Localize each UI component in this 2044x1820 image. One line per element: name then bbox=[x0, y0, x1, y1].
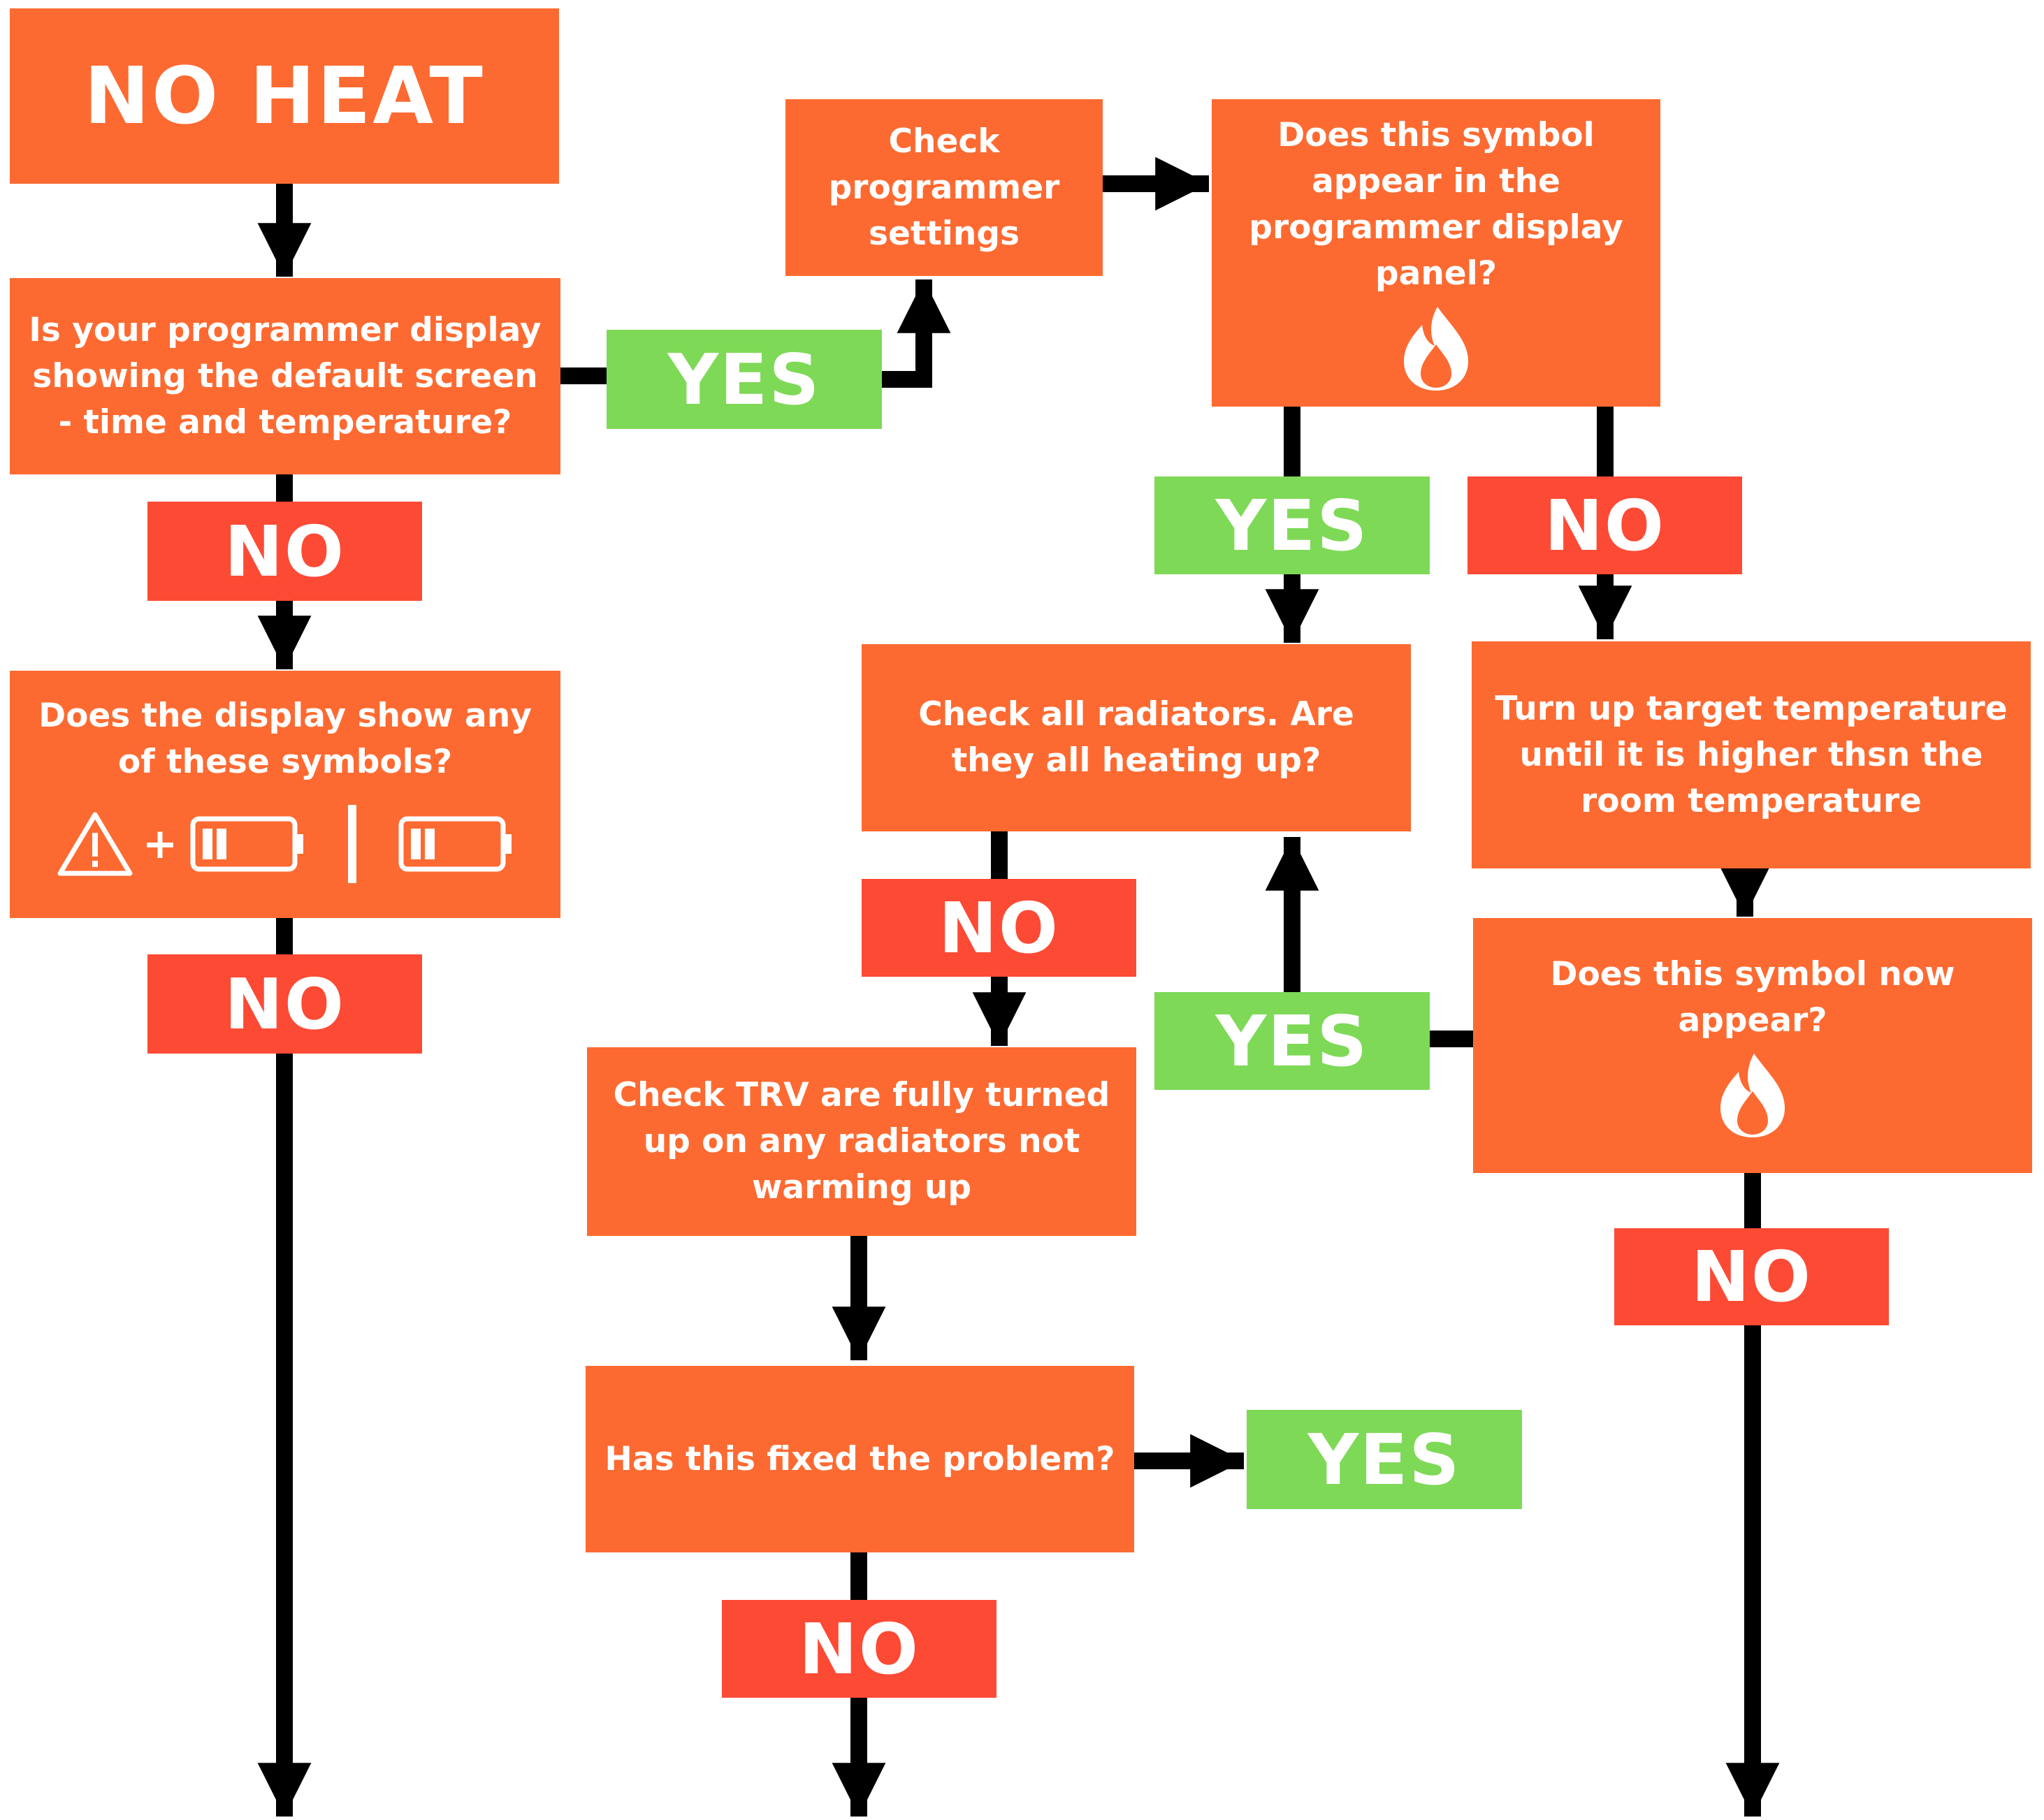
step-symbol-appear: Does this symbol appear in the programme… bbox=[1212, 99, 1660, 407]
no-label-text: NO bbox=[799, 1608, 920, 1690]
no-label: NO bbox=[147, 954, 422, 1054]
step-symbol-now-appear-text: Does this symbol now appear? bbox=[1550, 954, 1955, 1040]
step-check-trv-text: Check TRV are fully turned up on any rad… bbox=[613, 1076, 1110, 1207]
step-check-radiators: Check all radiators. Are they all heatin… bbox=[862, 644, 1411, 831]
step-turn-up-target: Turn up target temperature until it is h… bbox=[1472, 641, 2031, 868]
step-check-programmer: Check programmer settings bbox=[785, 99, 1103, 276]
step-fixed-problem: Has this fixed the problem? bbox=[586, 1366, 1134, 1552]
arrow-yes-to-check-programmer bbox=[882, 279, 951, 388]
no-label-text: NO bbox=[938, 887, 1059, 969]
warning-triangle-icon bbox=[57, 812, 133, 876]
yes-label-text: YES bbox=[1307, 1418, 1461, 1501]
step-default-screen: Is your programmer display showing the d… bbox=[10, 278, 560, 474]
battery-icon bbox=[398, 816, 512, 872]
no-label: NO bbox=[862, 879, 1136, 977]
no-label-text: NO bbox=[224, 963, 345, 1045]
plus-sign: + bbox=[142, 820, 178, 868]
separator-bar bbox=[348, 805, 357, 883]
step-display-symbols: Does the display show any of these symbo… bbox=[10, 671, 560, 918]
flame-icon bbox=[1720, 1053, 1785, 1137]
yes-label: YES bbox=[1154, 992, 1430, 1090]
step-check-radiators-text: Check all radiators. Are they all heatin… bbox=[918, 695, 1354, 780]
battery-icon bbox=[190, 816, 304, 872]
no-label: NO bbox=[722, 1600, 996, 1698]
no-label-text: NO bbox=[1544, 484, 1665, 567]
yes-label-text: YES bbox=[667, 338, 821, 421]
yes-label-text: YES bbox=[1215, 1000, 1369, 1082]
step-check-trv: Check TRV are fully turned up on any rad… bbox=[587, 1047, 1136, 1236]
no-label-text: NO bbox=[1691, 1236, 1812, 1318]
step-symbol-appear-text: Does this symbol appear in the programme… bbox=[1249, 116, 1623, 293]
step-display-symbols-text: Does the display show any of these symbo… bbox=[38, 697, 532, 781]
yes-label-text: YES bbox=[1215, 484, 1369, 567]
symbol-row: + bbox=[56, 805, 514, 883]
step-fixed-problem-text: Has this fixed the problem? bbox=[604, 1439, 1115, 1478]
flowchart-title: NO HEAT bbox=[10, 8, 559, 184]
step-turn-up-target-text: Turn up target temperature until it is h… bbox=[1495, 689, 2008, 820]
yes-label: YES bbox=[1154, 476, 1430, 574]
no-label: NO bbox=[1614, 1228, 1889, 1325]
no-label: NO bbox=[147, 502, 422, 601]
step-check-programmer-text: Check programmer settings bbox=[828, 122, 1060, 253]
no-label: NO bbox=[1467, 476, 1742, 574]
title-text: NO HEAT bbox=[84, 50, 485, 142]
step-default-screen-text: Is your programmer display showing the d… bbox=[29, 310, 542, 442]
flame-icon bbox=[1404, 307, 1468, 391]
yes-label: YES bbox=[607, 330, 882, 429]
no-label-text: NO bbox=[224, 510, 345, 592]
step-symbol-now-appear: Does this symbol now appear? bbox=[1473, 918, 2032, 1173]
yes-label: YES bbox=[1247, 1410, 1522, 1509]
